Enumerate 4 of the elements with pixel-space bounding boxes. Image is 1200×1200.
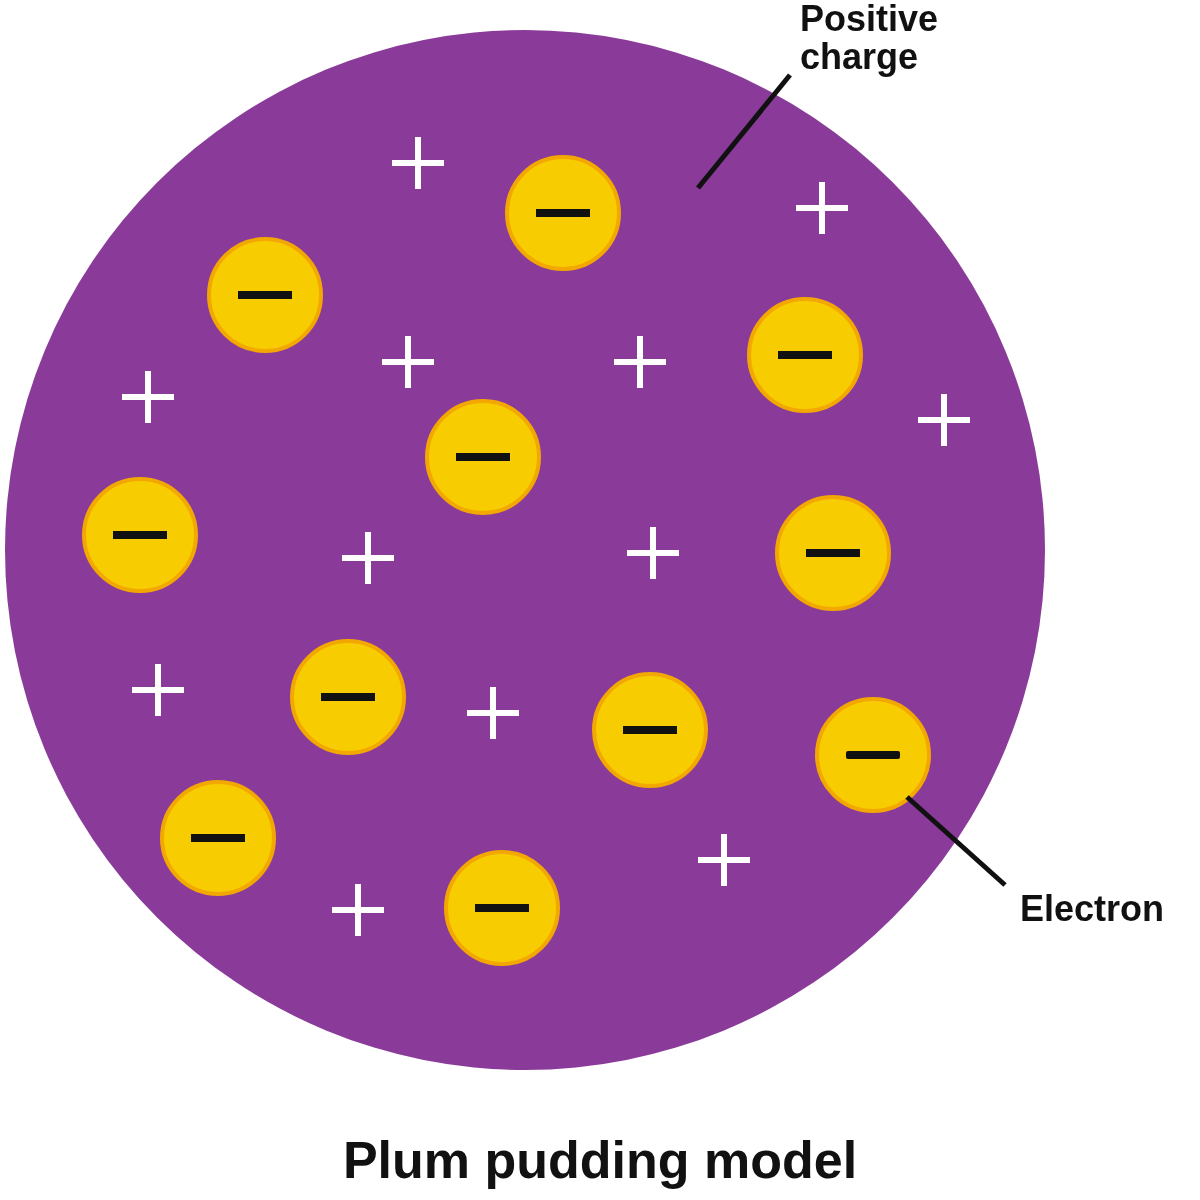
callout-label: Electron <box>1020 890 1198 940</box>
leader-line <box>905 795 1007 887</box>
callout-label: Positive charge <box>800 0 990 110</box>
caption: Plum pudding model <box>341 1130 859 1190</box>
